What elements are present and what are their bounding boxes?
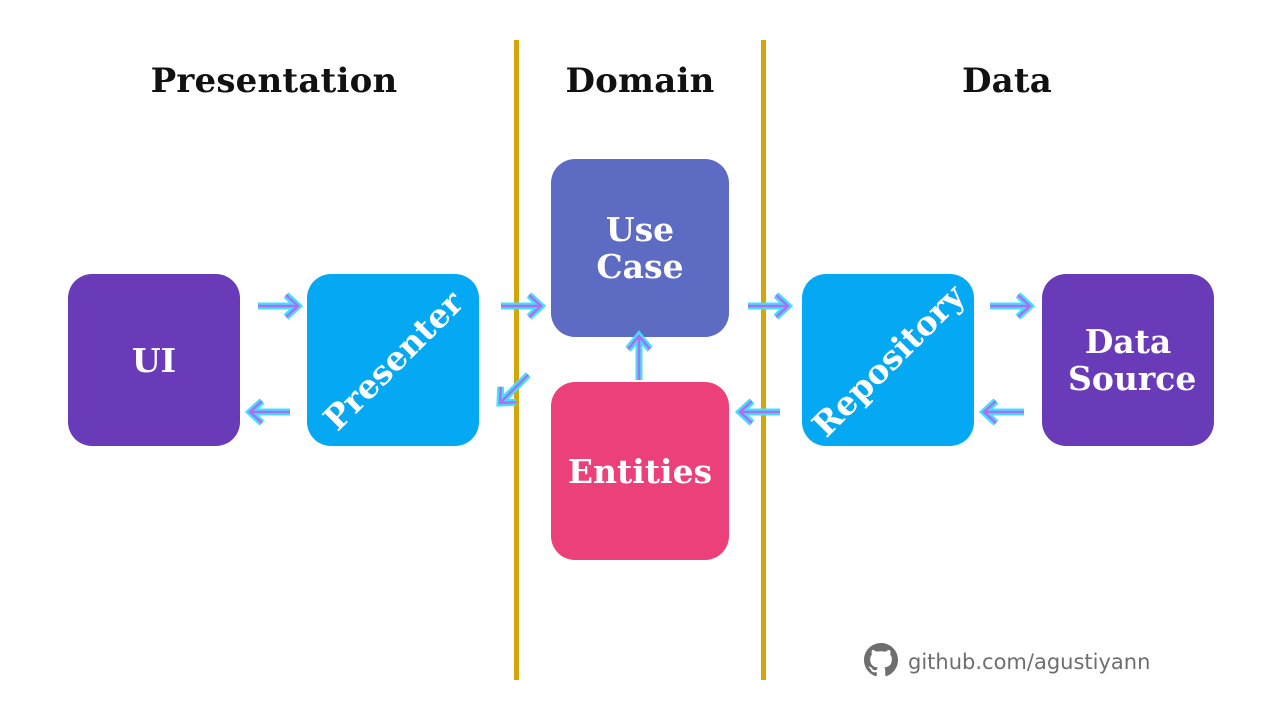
footer-text: github.com/agustiyann — [908, 650, 1151, 674]
ui-label: UI — [131, 340, 177, 380]
arrow-presenter-to-usecase — [501, 295, 541, 317]
arrow-repository-to-entities — [740, 401, 780, 423]
repository-box: Repository — [802, 274, 974, 446]
presenter-box: Presenter — [307, 274, 479, 446]
entities-box: Entities — [551, 382, 729, 560]
arrow-repository-to-datasource — [990, 295, 1030, 317]
heading-domain: Domain — [565, 61, 715, 101]
divider-domain-data — [761, 40, 766, 680]
data-source-label-line2: Source — [1068, 359, 1197, 398]
github-icon — [864, 643, 898, 681]
arrow-ui-to-presenter — [258, 295, 298, 317]
data-source-label-line1: Data — [1084, 322, 1172, 361]
data-source-box: Data Source — [1042, 274, 1214, 446]
repository-label: Repository — [804, 276, 972, 444]
heading-data: Data — [961, 61, 1053, 101]
use-case-box: Use Case — [551, 159, 729, 337]
use-case-label-line1: Use — [605, 210, 675, 249]
arrow-presenter-to-ui — [250, 401, 290, 423]
ui-box: UI — [68, 274, 240, 446]
arrow-entities-to-usecase — [628, 336, 650, 380]
entities-label: Entities — [567, 451, 713, 491]
use-case-label-line2: Case — [596, 247, 684, 286]
presenter-label: Presenter — [315, 282, 471, 438]
footer-credit: github.com/agustiyann — [864, 643, 1151, 681]
divider-presentation-domain — [514, 40, 519, 680]
arrow-datasource-to-repository — [984, 401, 1024, 423]
arrow-usecase-to-repository — [748, 295, 788, 317]
heading-presentation: Presentation — [150, 61, 398, 101]
